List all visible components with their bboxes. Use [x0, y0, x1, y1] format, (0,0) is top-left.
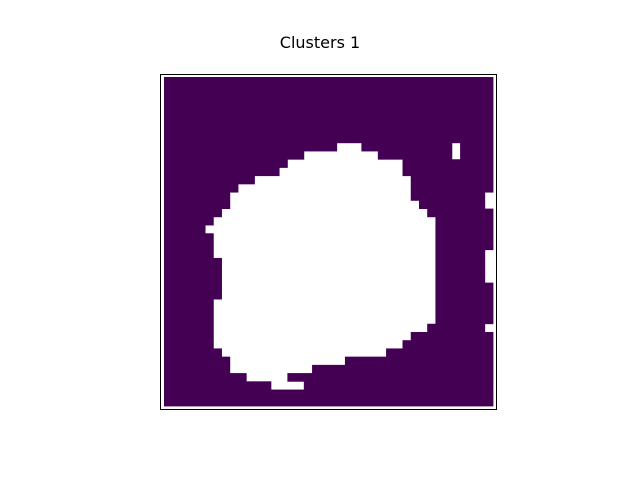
heatmap-cell-run: [312, 364, 494, 374]
heatmap-cell-run: [435, 241, 494, 251]
heatmap-cell-run: [164, 364, 231, 374]
heatmap-cell-run: [164, 356, 231, 366]
heatmap-cell-run: [164, 167, 280, 177]
heatmap-cell-run: [435, 290, 494, 300]
heatmap-cell-run: [164, 307, 214, 316]
heatmap-cell-run: [164, 282, 222, 292]
chart-title: Clusters 1: [279, 33, 361, 52]
heatmap-cell-run: [164, 290, 222, 300]
heatmap-cell-run: [410, 175, 494, 185]
heatmap-cell-run: [435, 274, 486, 284]
heatmap-cell-run: [164, 373, 247, 382]
heatmap-cell-run: [287, 373, 494, 382]
heatmap-cell-run: [164, 216, 214, 226]
axes-frame: [160, 74, 497, 410]
heatmap-cell-run: [164, 77, 494, 86]
heatmap-cell-run: [164, 331, 214, 341]
heatmap-cell-run: [164, 233, 214, 242]
heatmap-cell-run: [164, 183, 239, 193]
heatmap-cells: [164, 77, 494, 407]
heatmap-cell-run: [164, 109, 494, 119]
heatmap-cell-run: [164, 85, 494, 94]
heatmap-cell-run: [460, 151, 494, 160]
heatmap-cell-run: [435, 299, 494, 308]
heatmap-cell-run: [164, 208, 222, 218]
heatmap-cell-run: [435, 257, 486, 267]
heatmap-cell-run: [164, 241, 214, 251]
heatmap-cell-run: [435, 266, 486, 275]
heatmap-cell-run: [377, 151, 453, 160]
heatmap-cell-run: [164, 257, 222, 267]
heatmap-cell-run: [164, 266, 222, 275]
heatmap-cell-run: [435, 307, 494, 316]
heatmap-cell-run: [427, 323, 486, 333]
heatmap-cell-run: [402, 167, 494, 177]
heatmap-cell-run: [402, 340, 494, 349]
heatmap-cell-run: [164, 274, 222, 284]
heatmap-cell-run: [427, 208, 494, 218]
heatmap-cell-run: [164, 397, 494, 407]
heatmap-cell-run: [164, 175, 255, 185]
heatmap-cell-run: [418, 200, 486, 210]
heatmap-cell-run: [435, 216, 494, 226]
heatmap-cell-run: [410, 192, 486, 201]
heatmap-cell-run: [164, 151, 305, 160]
heatmap-cell-run: [164, 299, 214, 308]
heatmap-cell-run: [164, 225, 206, 234]
heatmap-cell-run: [386, 348, 494, 358]
heatmap-cell-run: [361, 142, 453, 152]
heatmap-cell-run: [435, 282, 494, 292]
heatmap-cell-run: [164, 249, 214, 259]
heatmap-cell-run: [435, 225, 494, 234]
heatmap-cell-run: [303, 381, 494, 390]
heatmap-cell-run: [164, 101, 494, 111]
heatmap-cell-run: [164, 142, 338, 152]
heatmap-cell-run: [435, 233, 494, 242]
heatmap-cell-run: [164, 159, 288, 168]
heatmap-cell-run: [410, 183, 494, 193]
heatmap-cell-run: [460, 142, 494, 152]
heatmap-cell-run: [164, 93, 494, 103]
heatmap-cell-run: [164, 192, 231, 201]
heatmap-cell-run: [402, 159, 494, 168]
heatmap-cell-run: [344, 356, 494, 366]
heatmap-cell-run: [164, 348, 222, 358]
heatmap-cell-run: [164, 315, 214, 325]
heatmap-cell-run: [164, 389, 494, 399]
heatmap-cell-run: [410, 331, 494, 341]
heatmap-cell-run: [164, 323, 214, 333]
heatmap-cell-run: [164, 340, 214, 349]
heatmap-cell-run: [435, 249, 486, 259]
heatmap-cell-run: [164, 134, 494, 144]
heatmap-cell-run: [164, 200, 231, 210]
heatmap-cell-run: [435, 315, 494, 325]
heatmap-cell-run: [164, 126, 494, 135]
heatmap-cell-run: [164, 381, 272, 390]
heatmap-cell-run: [164, 118, 494, 127]
